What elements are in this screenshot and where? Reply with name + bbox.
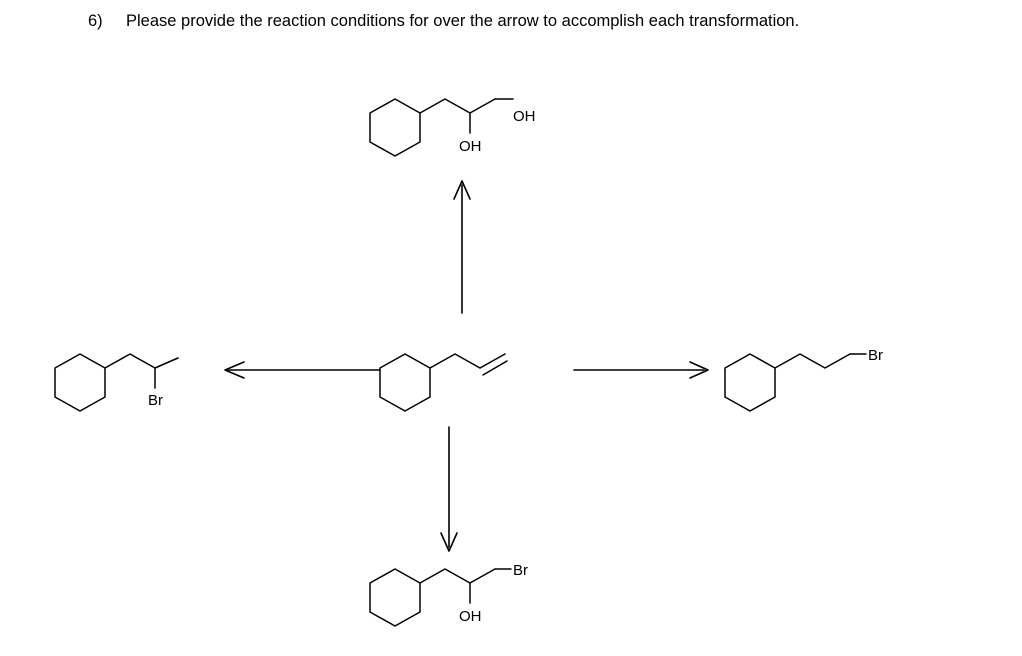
question-number: 6): [88, 12, 103, 30]
atom-label-br: Br: [148, 392, 163, 409]
atom-label-br: Br: [868, 347, 883, 364]
reaction-scheme: OH OH Br OH: [0, 70, 1022, 656]
atom-label-br: Br: [513, 562, 528, 579]
molecule-center-allylcyclohexane: [375, 340, 555, 420]
reaction-arrow-left: [222, 350, 382, 395]
reaction-arrow-down: [429, 425, 469, 560]
reaction-arrow-right: [572, 350, 712, 395]
molecule-left-secondary-bromide: Br: [50, 340, 230, 435]
atom-label-oh-secondary: OH: [459, 138, 482, 155]
question-block: 6) Please provide the reaction condition…: [88, 10, 968, 34]
molecule-top-diol: OH OH: [365, 80, 565, 175]
atom-label-oh: OH: [459, 608, 482, 625]
molecule-right-primary-bromide: Br: [720, 340, 900, 420]
molecule-bottom-bromohydrin: Br OH: [365, 550, 565, 645]
atom-label-oh-terminal: OH: [513, 108, 536, 125]
question-text: Please provide the reaction conditions f…: [126, 12, 800, 30]
reaction-arrow-up: [442, 175, 482, 320]
